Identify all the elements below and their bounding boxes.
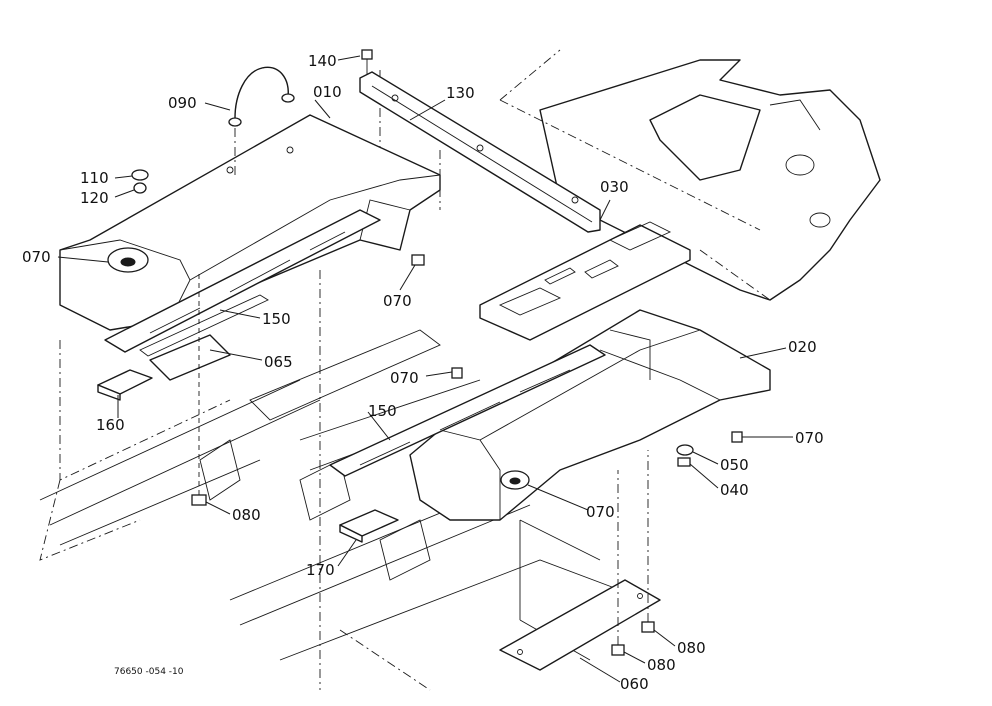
- part-020-right-cover: [409, 309, 771, 521]
- callout-150-lower: 150: [368, 402, 397, 420]
- bolt-070-right: [731, 431, 743, 443]
- callout-080-right-top: 080: [677, 639, 706, 657]
- bolt-070-mid: [451, 367, 463, 379]
- callout-120: 120: [80, 189, 109, 207]
- callout-150-upper: 150: [262, 310, 291, 328]
- drawing-reference-number: 76650 -054 -10: [114, 667, 184, 677]
- callout-labels: 140 130 090 010 110 120 070 070 150 065 …: [22, 52, 824, 693]
- callout-060: 060: [620, 675, 649, 693]
- part-030-step-plate: [479, 221, 691, 341]
- callout-065: 065: [264, 353, 293, 371]
- part-130-rail: [359, 71, 601, 233]
- callout-080-right-bottom: 080: [647, 656, 676, 674]
- callout-030: 030: [600, 178, 629, 196]
- callout-090: 090: [168, 94, 197, 112]
- callout-070-front: 070: [586, 503, 615, 521]
- part-090-hose: [228, 66, 295, 175]
- hardware: [131, 49, 743, 656]
- part-065-bracket: [149, 334, 231, 381]
- callout-020: 020: [788, 338, 817, 356]
- part-150-upper-plate: [104, 209, 381, 357]
- part-060-lower-plate: [499, 579, 661, 671]
- callout-130: 130: [446, 84, 475, 102]
- callout-010: 010: [313, 83, 342, 101]
- bolt-070-bracket: [411, 254, 425, 266]
- nut-040: [677, 457, 691, 467]
- bolt-140: [361, 49, 373, 60]
- callout-140: 140: [308, 52, 337, 70]
- callout-070-mid: 070: [390, 369, 419, 387]
- washer-050: [676, 444, 694, 456]
- part-150-lower-plate: [329, 344, 606, 477]
- part-160-pad: [97, 369, 153, 401]
- callout-050: 050: [720, 456, 749, 474]
- part-170-pad: [339, 509, 399, 543]
- leader-lines: [57, 55, 793, 683]
- bolt-080-right-bottom: [611, 644, 625, 656]
- callout-070-right: 070: [795, 429, 824, 447]
- washer-110: [131, 169, 149, 181]
- chassis-frame: [39, 49, 771, 691]
- bolt-080-left: [191, 494, 207, 506]
- callout-070-left: 070: [22, 248, 51, 266]
- callout-080-left: 080: [232, 506, 261, 524]
- bolt-080-right-top: [641, 621, 655, 633]
- callout-040: 040: [720, 481, 749, 499]
- callout-070-bracket: 070: [383, 292, 412, 310]
- callout-170: 170: [306, 561, 335, 579]
- callout-160: 160: [96, 416, 125, 434]
- callout-110: 110: [80, 169, 109, 187]
- nut-120: [133, 182, 147, 194]
- floor-panel: [539, 59, 881, 301]
